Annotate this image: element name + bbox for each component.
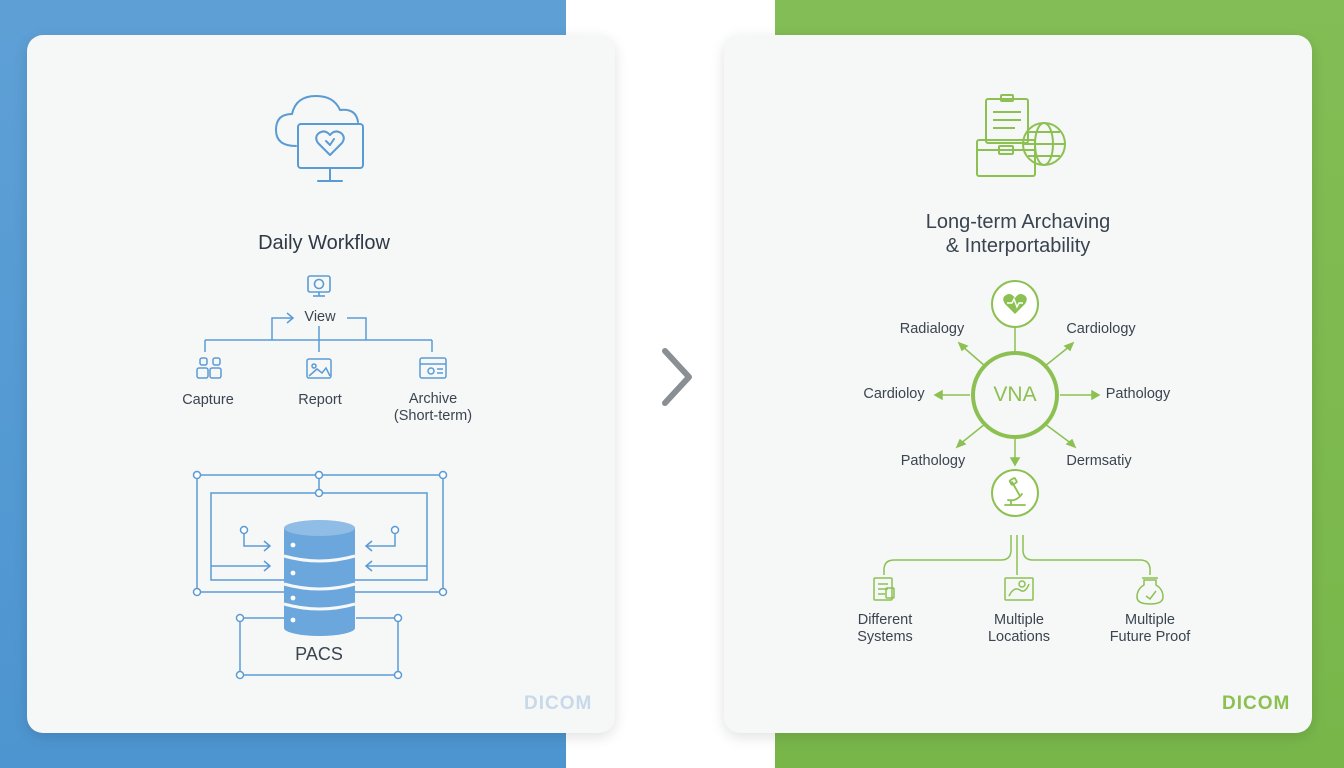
view-label: View	[304, 309, 336, 325]
title-line-1: Long-term Archaving	[925, 211, 1111, 233]
vna-hub	[971, 351, 1059, 439]
capture-people-icon	[196, 357, 222, 379]
benefit-3-line-2: Future Proof	[1109, 629, 1191, 645]
benefit-2-line-2: Locations	[987, 629, 1051, 645]
systems-document-icon	[873, 577, 895, 601]
spoke-label-cardioloy: Cardioloy	[863, 386, 925, 402]
spoke-label-cardiology: Cardiology	[1066, 321, 1136, 337]
spoke-label-dermsatiy: Dermsatiy	[1066, 453, 1132, 469]
pacs-label: PACS	[295, 644, 343, 664]
vna-label: VNA	[993, 383, 1037, 406]
spoke-label-radiology: Radialogy	[899, 321, 965, 337]
dicom-footer-right: DICOM	[1222, 693, 1291, 714]
locations-map-icon	[1004, 577, 1034, 601]
spoke-label-pathology-left: Pathology	[900, 453, 966, 469]
dicom-footer-left: DICOM	[524, 693, 593, 714]
report-image-icon	[306, 358, 332, 379]
benefit-2-line-1: Multiple	[994, 612, 1044, 628]
daily-workflow-title: Daily Workflow	[258, 232, 390, 254]
benefits-connectors	[883, 535, 1151, 575]
report-label: Report	[298, 392, 342, 408]
title-line-2: & Interportability	[945, 235, 1091, 257]
benefit-3-line-1: Multiple	[1125, 612, 1175, 628]
long-term-title: Long-term Archaving & Interportability	[838, 210, 1198, 258]
benefit-1-line-2: Systems	[857, 629, 913, 645]
heart-node-icon	[991, 280, 1039, 328]
archive-box-globe-icon	[976, 94, 1066, 177]
chevron-right-icon[interactable]	[655, 345, 699, 409]
archive-card-icon	[419, 357, 447, 379]
benefit-1-line-1: Different	[857, 612, 913, 628]
vna-spokes	[933, 328, 1101, 467]
cloud-monitor-heart-icon	[275, 95, 364, 182]
capture-label: Capture	[182, 392, 234, 408]
pacs-network-nodes	[192, 470, 448, 680]
archive-sublabel: (Short-term)	[393, 408, 473, 424]
workflow-connectors	[204, 312, 433, 352]
database-stack-icon	[283, 520, 356, 636]
camera-icon	[307, 275, 331, 297]
spoke-label-pathology-right: Pathology	[1105, 386, 1171, 402]
microscope-node-icon	[991, 469, 1039, 517]
archive-label: Archive	[408, 391, 458, 407]
future-proof-jar-icon	[1136, 577, 1164, 605]
